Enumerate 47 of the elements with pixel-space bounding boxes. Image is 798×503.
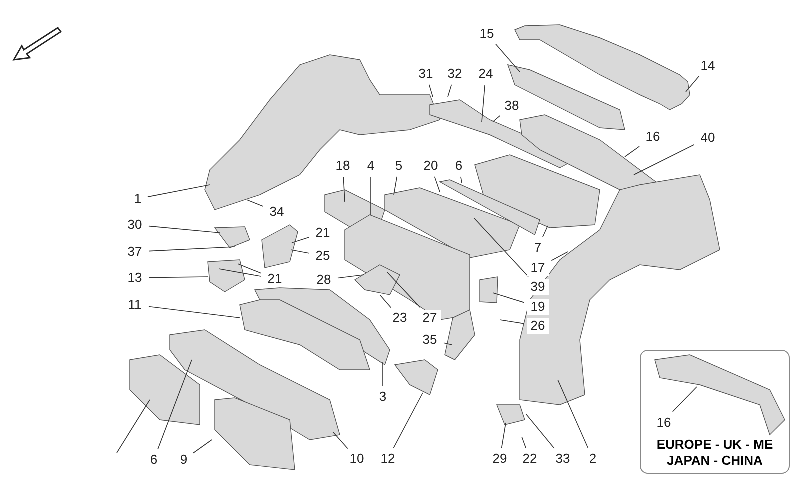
leader-line — [492, 116, 501, 122]
leader-line — [542, 226, 548, 238]
leader-line — [148, 184, 210, 198]
leader-line — [148, 306, 240, 318]
leader-line — [393, 392, 424, 449]
leader-line — [444, 342, 452, 346]
leader-line — [148, 246, 236, 252]
leader-line — [338, 274, 364, 279]
inset-caption: EUROPE - UK - ME JAPAN - CHINA — [656, 437, 774, 469]
leader-line — [526, 414, 555, 450]
leader-line — [558, 380, 589, 449]
inset-frame — [640, 350, 790, 474]
leader-line — [448, 84, 452, 98]
callout-number: 17 — [527, 260, 549, 276]
leader-line — [238, 264, 262, 274]
callout-number: 19 — [527, 299, 549, 315]
leader-line — [394, 176, 398, 196]
leader-line — [148, 226, 220, 234]
leader-line — [460, 176, 462, 184]
leader-line — [634, 144, 695, 176]
leader-line — [474, 218, 529, 278]
callout-number: 26 — [527, 318, 549, 334]
leader-line — [492, 292, 525, 304]
leader-line — [292, 237, 310, 244]
leader-line — [246, 200, 264, 207]
leader-line — [380, 294, 392, 308]
leader-line — [343, 176, 346, 202]
leader-line — [193, 440, 212, 454]
leader-line — [496, 44, 520, 72]
leader-line — [551, 252, 568, 262]
leader-line — [428, 84, 434, 98]
leader-line — [386, 272, 421, 308]
leader-line — [158, 360, 192, 450]
leader-line — [382, 362, 384, 386]
leader-line — [500, 320, 524, 324]
leader-line — [370, 176, 372, 216]
leader-line — [148, 276, 208, 278]
leader-line — [332, 432, 348, 450]
leader-line — [624, 146, 640, 158]
leader-line — [522, 436, 526, 449]
leader-line — [672, 386, 698, 412]
leader-line — [290, 250, 310, 254]
leader-line — [482, 84, 486, 122]
leader-line — [218, 268, 262, 277]
leader-line — [686, 76, 700, 92]
leader-line — [501, 422, 506, 448]
leader-line — [434, 176, 440, 192]
